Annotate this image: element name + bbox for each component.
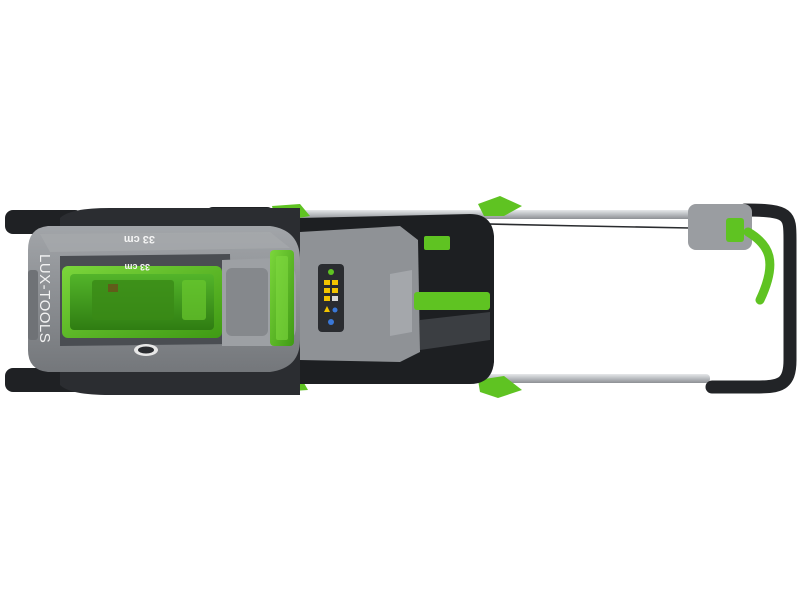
mode-icon — [332, 307, 338, 313]
caution-icon — [324, 306, 330, 312]
battery-pack — [92, 280, 174, 320]
battery-level-icon — [332, 288, 338, 293]
handle-clamp-lower-mid — [478, 376, 522, 398]
battery-cover — [62, 266, 222, 338]
certification-emblem — [134, 344, 158, 356]
rear-housing-panel — [226, 268, 268, 336]
battery-level-icon — [324, 288, 330, 293]
safety-lever — [743, 227, 775, 305]
deck-size-label: 33 cm — [124, 233, 155, 245]
power-indicator-icon — [328, 269, 334, 275]
battery-level-icon — [332, 280, 338, 285]
battery-label — [108, 284, 118, 292]
switch-button — [726, 218, 744, 242]
brand-logo: LUX-TOOLS — [36, 254, 53, 343]
handle-grip — [705, 203, 797, 394]
handle-clamp-upper-mid — [478, 196, 522, 216]
grass-box-vent — [420, 312, 490, 350]
fill-indicator — [424, 236, 450, 250]
lid-ridge — [390, 270, 412, 336]
start-button-icon — [328, 319, 334, 325]
warning-icon — [324, 296, 330, 301]
front-bumper — [28, 270, 38, 340]
battery-size-label: 33 cm — [124, 262, 150, 272]
control-panel — [318, 264, 344, 332]
info-icon — [332, 296, 338, 301]
grass-box-handle — [414, 292, 490, 310]
battery-level-icon — [324, 280, 330, 285]
